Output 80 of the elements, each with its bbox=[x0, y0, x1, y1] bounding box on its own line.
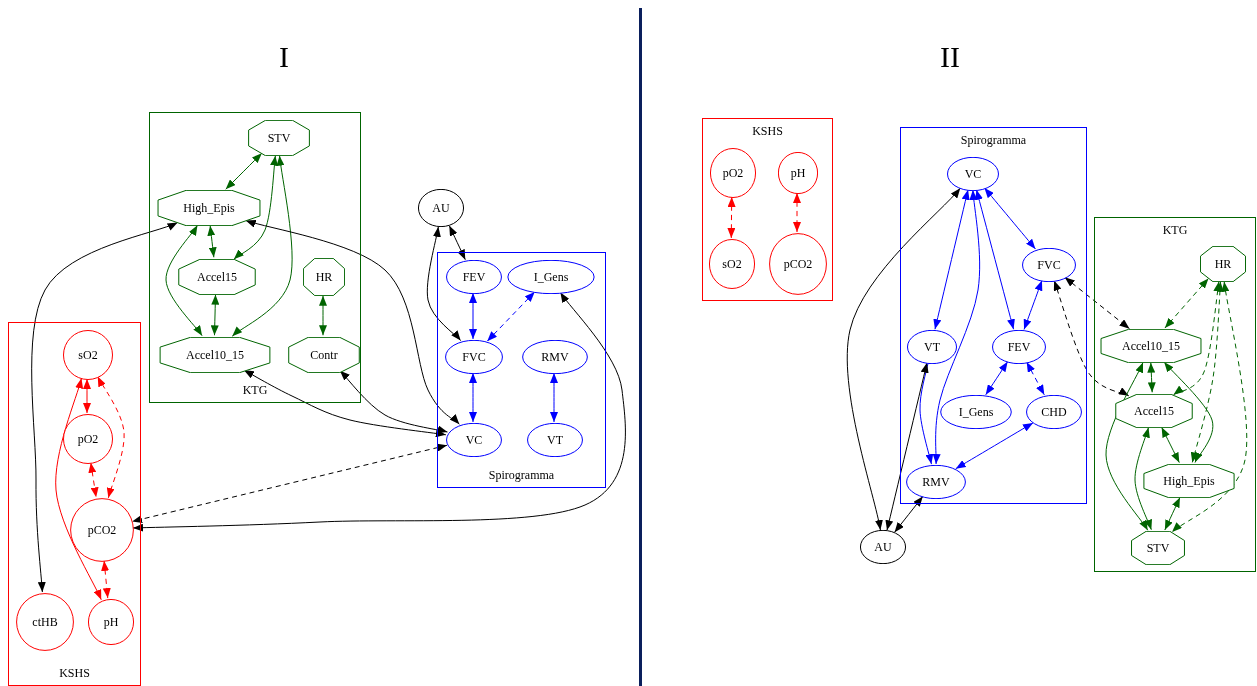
octagon-node: High_Epis bbox=[1143, 464, 1235, 498]
cluster-box bbox=[8, 322, 141, 686]
arrow bbox=[426, 226, 462, 342]
arrow bbox=[1171, 281, 1248, 533]
arrow bbox=[207, 225, 217, 258]
panel-heading: I bbox=[279, 42, 289, 72]
arrow bbox=[225, 152, 263, 190]
arrow bbox=[210, 294, 220, 336]
arrow bbox=[1163, 361, 1214, 463]
circle-node: ctHB bbox=[16, 593, 74, 651]
arrow bbox=[894, 496, 924, 533]
arrow bbox=[1053, 280, 1130, 397]
circle-node: pCO2 bbox=[769, 233, 827, 295]
octagon-node: Accel15 bbox=[1115, 394, 1193, 428]
arrow bbox=[132, 292, 626, 532]
arrow bbox=[983, 187, 1036, 250]
circle-node: pCO2 bbox=[70, 498, 134, 562]
cluster-box bbox=[900, 127, 1087, 504]
octagon-node: Accel10_15 bbox=[1100, 329, 1202, 363]
arrow bbox=[131, 443, 448, 523]
arrow bbox=[319, 295, 327, 336]
arrow bbox=[1064, 276, 1130, 330]
arrow bbox=[88, 462, 99, 498]
octagon-node: Accel15 bbox=[178, 259, 256, 295]
octagon-node: HR bbox=[1200, 246, 1246, 282]
arrow bbox=[233, 155, 279, 260]
cluster-box bbox=[149, 112, 361, 403]
arrow bbox=[243, 369, 447, 438]
cluster-label: Spirogramma bbox=[960, 134, 1027, 146]
octagon-node: High_Epis bbox=[157, 190, 261, 226]
arrow bbox=[975, 189, 1015, 330]
arrow bbox=[1023, 280, 1043, 330]
arrow bbox=[727, 196, 736, 239]
arrow bbox=[1134, 427, 1152, 531]
octagon-node: STV bbox=[248, 120, 310, 156]
circle-node: sO2 bbox=[63, 330, 113, 380]
arrow bbox=[448, 225, 466, 261]
arrow bbox=[933, 189, 970, 330]
arrow bbox=[550, 372, 558, 423]
arrow bbox=[1164, 277, 1209, 329]
arrow bbox=[469, 292, 477, 340]
arrow bbox=[83, 378, 91, 414]
arrow bbox=[955, 422, 1034, 470]
arrow bbox=[469, 372, 477, 423]
arrow bbox=[1026, 361, 1045, 396]
arrow bbox=[1105, 362, 1149, 531]
arrow bbox=[165, 224, 203, 337]
arrow bbox=[932, 189, 981, 465]
arrow bbox=[339, 370, 448, 434]
arrow bbox=[245, 219, 460, 425]
arrow bbox=[793, 192, 801, 233]
cluster-box bbox=[702, 118, 833, 301]
cluster-label: KSHS bbox=[59, 667, 90, 679]
arrow bbox=[1190, 281, 1224, 463]
arrow bbox=[1164, 496, 1181, 531]
octagon-node: Contr bbox=[288, 337, 360, 373]
cluster-label: KTG bbox=[1162, 224, 1188, 236]
octagon-node: HR bbox=[303, 258, 345, 296]
arrow bbox=[97, 376, 125, 499]
cluster-label: Spirogramma bbox=[488, 469, 555, 481]
arrow bbox=[846, 187, 961, 531]
arrow bbox=[985, 361, 1009, 396]
arrow bbox=[1147, 362, 1156, 393]
arrow bbox=[231, 155, 293, 337]
arrow bbox=[101, 560, 111, 599]
cluster-label: KSHS bbox=[752, 125, 783, 137]
circle-node: pO2 bbox=[63, 414, 113, 464]
cluster-box bbox=[1094, 217, 1256, 572]
arrow bbox=[31, 222, 179, 593]
arrow bbox=[55, 377, 102, 601]
octagon-node: STV bbox=[1131, 531, 1185, 565]
panel-heading: II bbox=[940, 42, 960, 72]
octagon-node: Accel10_15 bbox=[159, 337, 271, 373]
cluster-box bbox=[437, 252, 606, 488]
cluster-label: KTG bbox=[242, 384, 268, 396]
arrow bbox=[885, 362, 929, 531]
arrow bbox=[1173, 281, 1222, 396]
arrow bbox=[486, 291, 536, 342]
arrow bbox=[1161, 426, 1180, 464]
arrow bbox=[919, 362, 934, 465]
